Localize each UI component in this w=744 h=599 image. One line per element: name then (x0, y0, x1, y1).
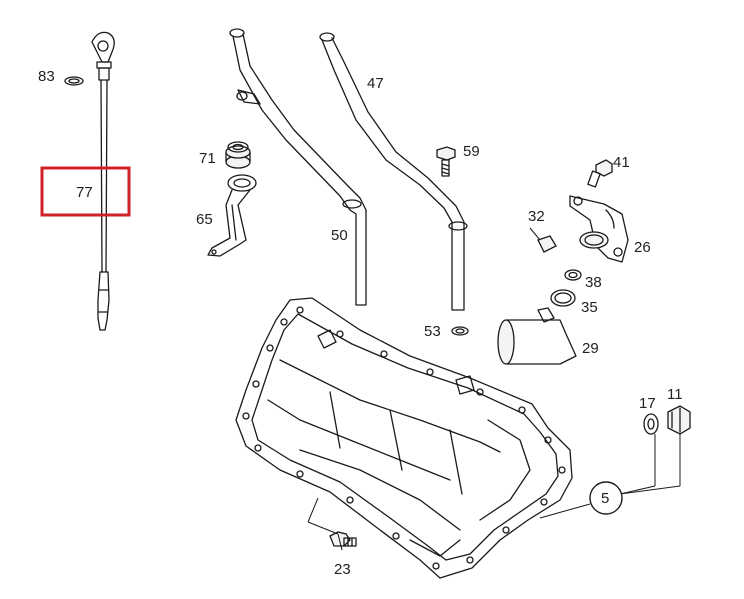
callout-65[interactable]: 65 (196, 211, 213, 228)
callout-77[interactable]: 77 (76, 184, 93, 201)
callout-53[interactable]: 53 (424, 323, 441, 340)
leader-lines (307, 434, 681, 551)
callout-83[interactable]: 83 (38, 68, 55, 85)
callout-59[interactable]: 59 (463, 143, 480, 160)
callout-71[interactable]: 71 (199, 150, 216, 167)
callout-50[interactable]: 50 (331, 227, 348, 244)
callout-5-circle (589, 481, 623, 515)
callout-41[interactable]: 41 (613, 154, 630, 171)
callout-29[interactable]: 29 (582, 340, 599, 357)
callout-23[interactable]: 23 (334, 561, 351, 578)
callout-32[interactable]: 32 (528, 208, 545, 225)
guide-tube-50-part[interactable] (229, 28, 367, 306)
sensor-32-part[interactable] (529, 227, 557, 253)
callout-11[interactable]: 11 (667, 386, 683, 403)
callout-35[interactable]: 35 (581, 299, 598, 316)
guide-tube-47-part[interactable] (319, 32, 468, 311)
washer-17-part[interactable] (643, 413, 659, 435)
bolt-23-part[interactable] (329, 531, 357, 547)
filter-29-part[interactable] (497, 307, 577, 365)
bracket-65-part[interactable] (207, 174, 257, 257)
callout-47[interactable]: 47 (367, 75, 384, 92)
o-ring-83-part[interactable] (64, 76, 84, 86)
callout-labels: 83 77 71 65 50 47 59 41 32 26 38 35 53 2… (38, 68, 683, 578)
highlight-box-77 (40, 166, 131, 217)
grommet-71-part[interactable] (225, 141, 251, 169)
callout-26[interactable]: 26 (634, 239, 651, 256)
dipstick-part[interactable] (91, 31, 115, 331)
callout-17[interactable]: 17 (639, 395, 656, 412)
bolt-59-part[interactable] (436, 146, 456, 177)
callout-5[interactable]: 5 (601, 490, 609, 507)
housing-26-part[interactable] (569, 195, 629, 263)
callout-38[interactable]: 38 (585, 274, 602, 291)
bolt-41-part[interactable] (587, 159, 613, 188)
o-ring-38-part[interactable] (564, 269, 582, 281)
o-ring-35-part[interactable] (550, 289, 576, 307)
seal-53-part[interactable] (451, 326, 469, 336)
oil-pan-5-part[interactable] (235, 297, 573, 579)
drain-plug-11-part[interactable] (667, 405, 691, 435)
